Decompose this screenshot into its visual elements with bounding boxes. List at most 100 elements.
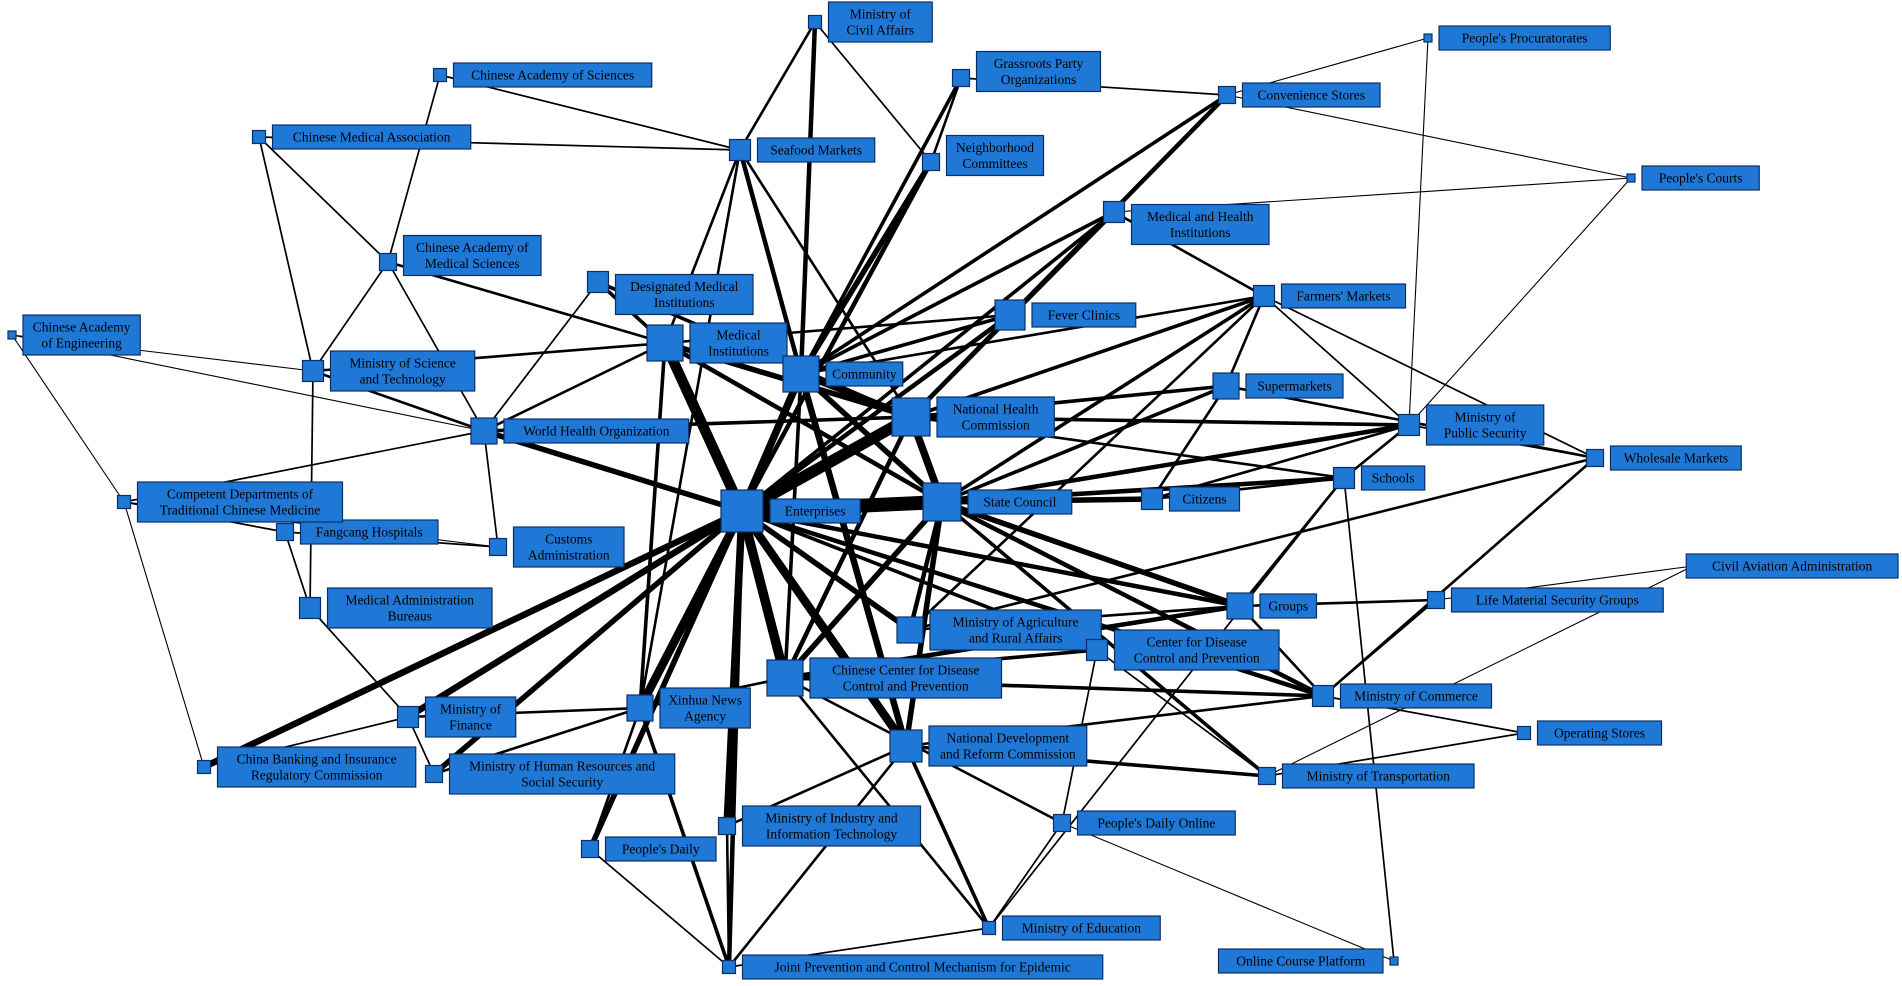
edge-enterprises-joint bbox=[726, 508, 745, 970]
edge-community-med-health-inst bbox=[799, 210, 1116, 376]
node-label-nhc-line-1: National Health bbox=[953, 401, 1039, 416]
edge-enterprises-medical-institutions bbox=[659, 337, 748, 517]
edges-layer bbox=[11, 19, 1694, 970]
node-label-bg-operating bbox=[1536, 720, 1663, 746]
node-label-bg-joint bbox=[741, 954, 1104, 980]
node-label-bg-convenience bbox=[1241, 82, 1381, 108]
node-marker-mot bbox=[1257, 766, 1277, 786]
node-label-cas: Chinese Academy of Sciences bbox=[471, 67, 634, 82]
node-wholesale: Wholesale Markets bbox=[1585, 445, 1742, 471]
edge-mofcom-wholesale bbox=[1321, 456, 1597, 698]
node-label-bg-mof bbox=[424, 696, 517, 738]
node-label-med-admin-line-2: Bureaus bbox=[388, 608, 432, 623]
node-marker-fever-clinics bbox=[994, 299, 1026, 331]
node-marker-mofcom bbox=[1311, 684, 1335, 708]
edge-ndrc-joint bbox=[727, 744, 908, 969]
node-mofcom: Ministry of Commerce bbox=[1311, 683, 1493, 709]
edge-community-neighborhood bbox=[798, 159, 934, 377]
edge-state-council-medical-institutions bbox=[662, 340, 945, 505]
node-label-ndrc-line-2: and Reform Commission bbox=[940, 746, 1076, 761]
node-marker-state-council bbox=[922, 482, 962, 522]
node-label-people-daily-online: People's Daily Online bbox=[1097, 815, 1215, 830]
node-mot: Ministry of Transportation bbox=[1257, 763, 1475, 789]
node-label-bg-grassroots bbox=[975, 50, 1102, 93]
edge-people-daily-online-online-course bbox=[1061, 822, 1395, 962]
node-label-cbirc-line-1: China Banking and Insurance bbox=[237, 751, 397, 766]
node-label-ndrc-line-1: National Development bbox=[947, 730, 1070, 745]
node-label-mofcom: Ministry of Commerce bbox=[1354, 688, 1478, 703]
node-who: World Health Organization bbox=[470, 417, 690, 445]
node-label-citizens: Citizens bbox=[1182, 491, 1226, 506]
node-marker-civil-affairs bbox=[807, 14, 823, 30]
node-label-xinhua-line-1: Xinhua News bbox=[668, 692, 742, 707]
node-label-bg-groups bbox=[1259, 593, 1318, 619]
node-label-enterprises: Enterprises bbox=[785, 503, 846, 518]
node-label-most-line-2: and Technology bbox=[360, 371, 446, 386]
node-marker-tcm bbox=[116, 494, 132, 510]
edge-medical-institutions-xinhua bbox=[638, 341, 667, 710]
node-label-designated-med-line-2: Institutions bbox=[654, 295, 715, 310]
node-marker-med-health-inst bbox=[1102, 200, 1126, 224]
node-marker-enterprises bbox=[720, 489, 764, 533]
node-joint: Joint Prevention and Control Mechanism f… bbox=[721, 954, 1104, 980]
node-label-civil-affairs-line-1: Ministry of bbox=[850, 6, 912, 21]
node-label-cae-line-1: Chinese Academy bbox=[33, 319, 131, 334]
node-label-mps-line-2: Public Security bbox=[1444, 425, 1527, 440]
edge-ndrc-moe bbox=[904, 744, 991, 930]
node-marker-joint bbox=[721, 959, 737, 975]
node-label-cams-line-2: Medical Sciences bbox=[425, 256, 520, 271]
node-label-bg-cae bbox=[22, 314, 141, 356]
node-schools: Schools bbox=[1332, 465, 1426, 491]
node-label-operating: Operating Stores bbox=[1554, 725, 1645, 740]
node-label-bg-people-daily bbox=[604, 836, 717, 862]
node-label-med-admin-line-1: Medical Administration bbox=[345, 592, 474, 607]
node-label-groups: Groups bbox=[1268, 598, 1308, 613]
edge-community-grassroots bbox=[799, 76, 963, 376]
node-label-bg-moe bbox=[1001, 915, 1161, 941]
node-label-med-health-inst-line-1: Medical and Health bbox=[1147, 209, 1254, 224]
node-seafood-markets: Seafood Markets bbox=[728, 137, 876, 163]
edge-community-chinese-cdc bbox=[783, 372, 803, 680]
node-marker-neighborhood bbox=[921, 152, 941, 172]
node-label-seafood-markets: Seafood Markets bbox=[770, 142, 862, 157]
edge-enterprises-moa bbox=[739, 508, 913, 633]
node-label-bg-cdc bbox=[1113, 629, 1280, 671]
edge-schools-online-course bbox=[1343, 477, 1395, 962]
edge-who-customs bbox=[483, 430, 499, 548]
edge-mof-med-admin bbox=[309, 607, 409, 718]
node-marker-miit bbox=[717, 816, 737, 836]
edge-community-farmers-markets bbox=[799, 294, 1266, 376]
node-marker-community bbox=[782, 355, 820, 393]
node-marker-life-material bbox=[1426, 590, 1446, 610]
edge-cams-cma bbox=[258, 136, 389, 263]
edge-seafood-markets-civil-affairs bbox=[738, 20, 817, 152]
node-label-bg-farmers-markets bbox=[1280, 283, 1407, 309]
node-label-life-material: Life Material Security Groups bbox=[1476, 592, 1639, 607]
edge-supermarkets-citizens bbox=[1150, 384, 1228, 501]
node-label-grassroots-line-2: Organizations bbox=[1001, 72, 1076, 87]
node-label-community: Community bbox=[832, 366, 897, 381]
node-label-mof-line-1: Ministry of bbox=[440, 701, 502, 716]
node-label-cae-line-2: of Engineering bbox=[41, 335, 122, 350]
node-label-mof-line-2: Finance bbox=[449, 717, 492, 732]
node-marker-xinhua bbox=[626, 694, 654, 722]
edge-cams-cas bbox=[387, 74, 441, 263]
node-label-supermarkets: Supermarkets bbox=[1257, 378, 1331, 393]
node-label-bg-fangcang bbox=[299, 519, 439, 545]
node-marker-most bbox=[301, 359, 325, 383]
node-courts: People's Courts bbox=[1626, 165, 1760, 191]
edge-enterprises-chinese-cdc bbox=[737, 506, 790, 683]
node-label-bg-mot bbox=[1281, 763, 1475, 789]
node-label-bg-ndrc bbox=[928, 725, 1088, 767]
edge-moa-farmers-markets bbox=[908, 294, 1266, 632]
